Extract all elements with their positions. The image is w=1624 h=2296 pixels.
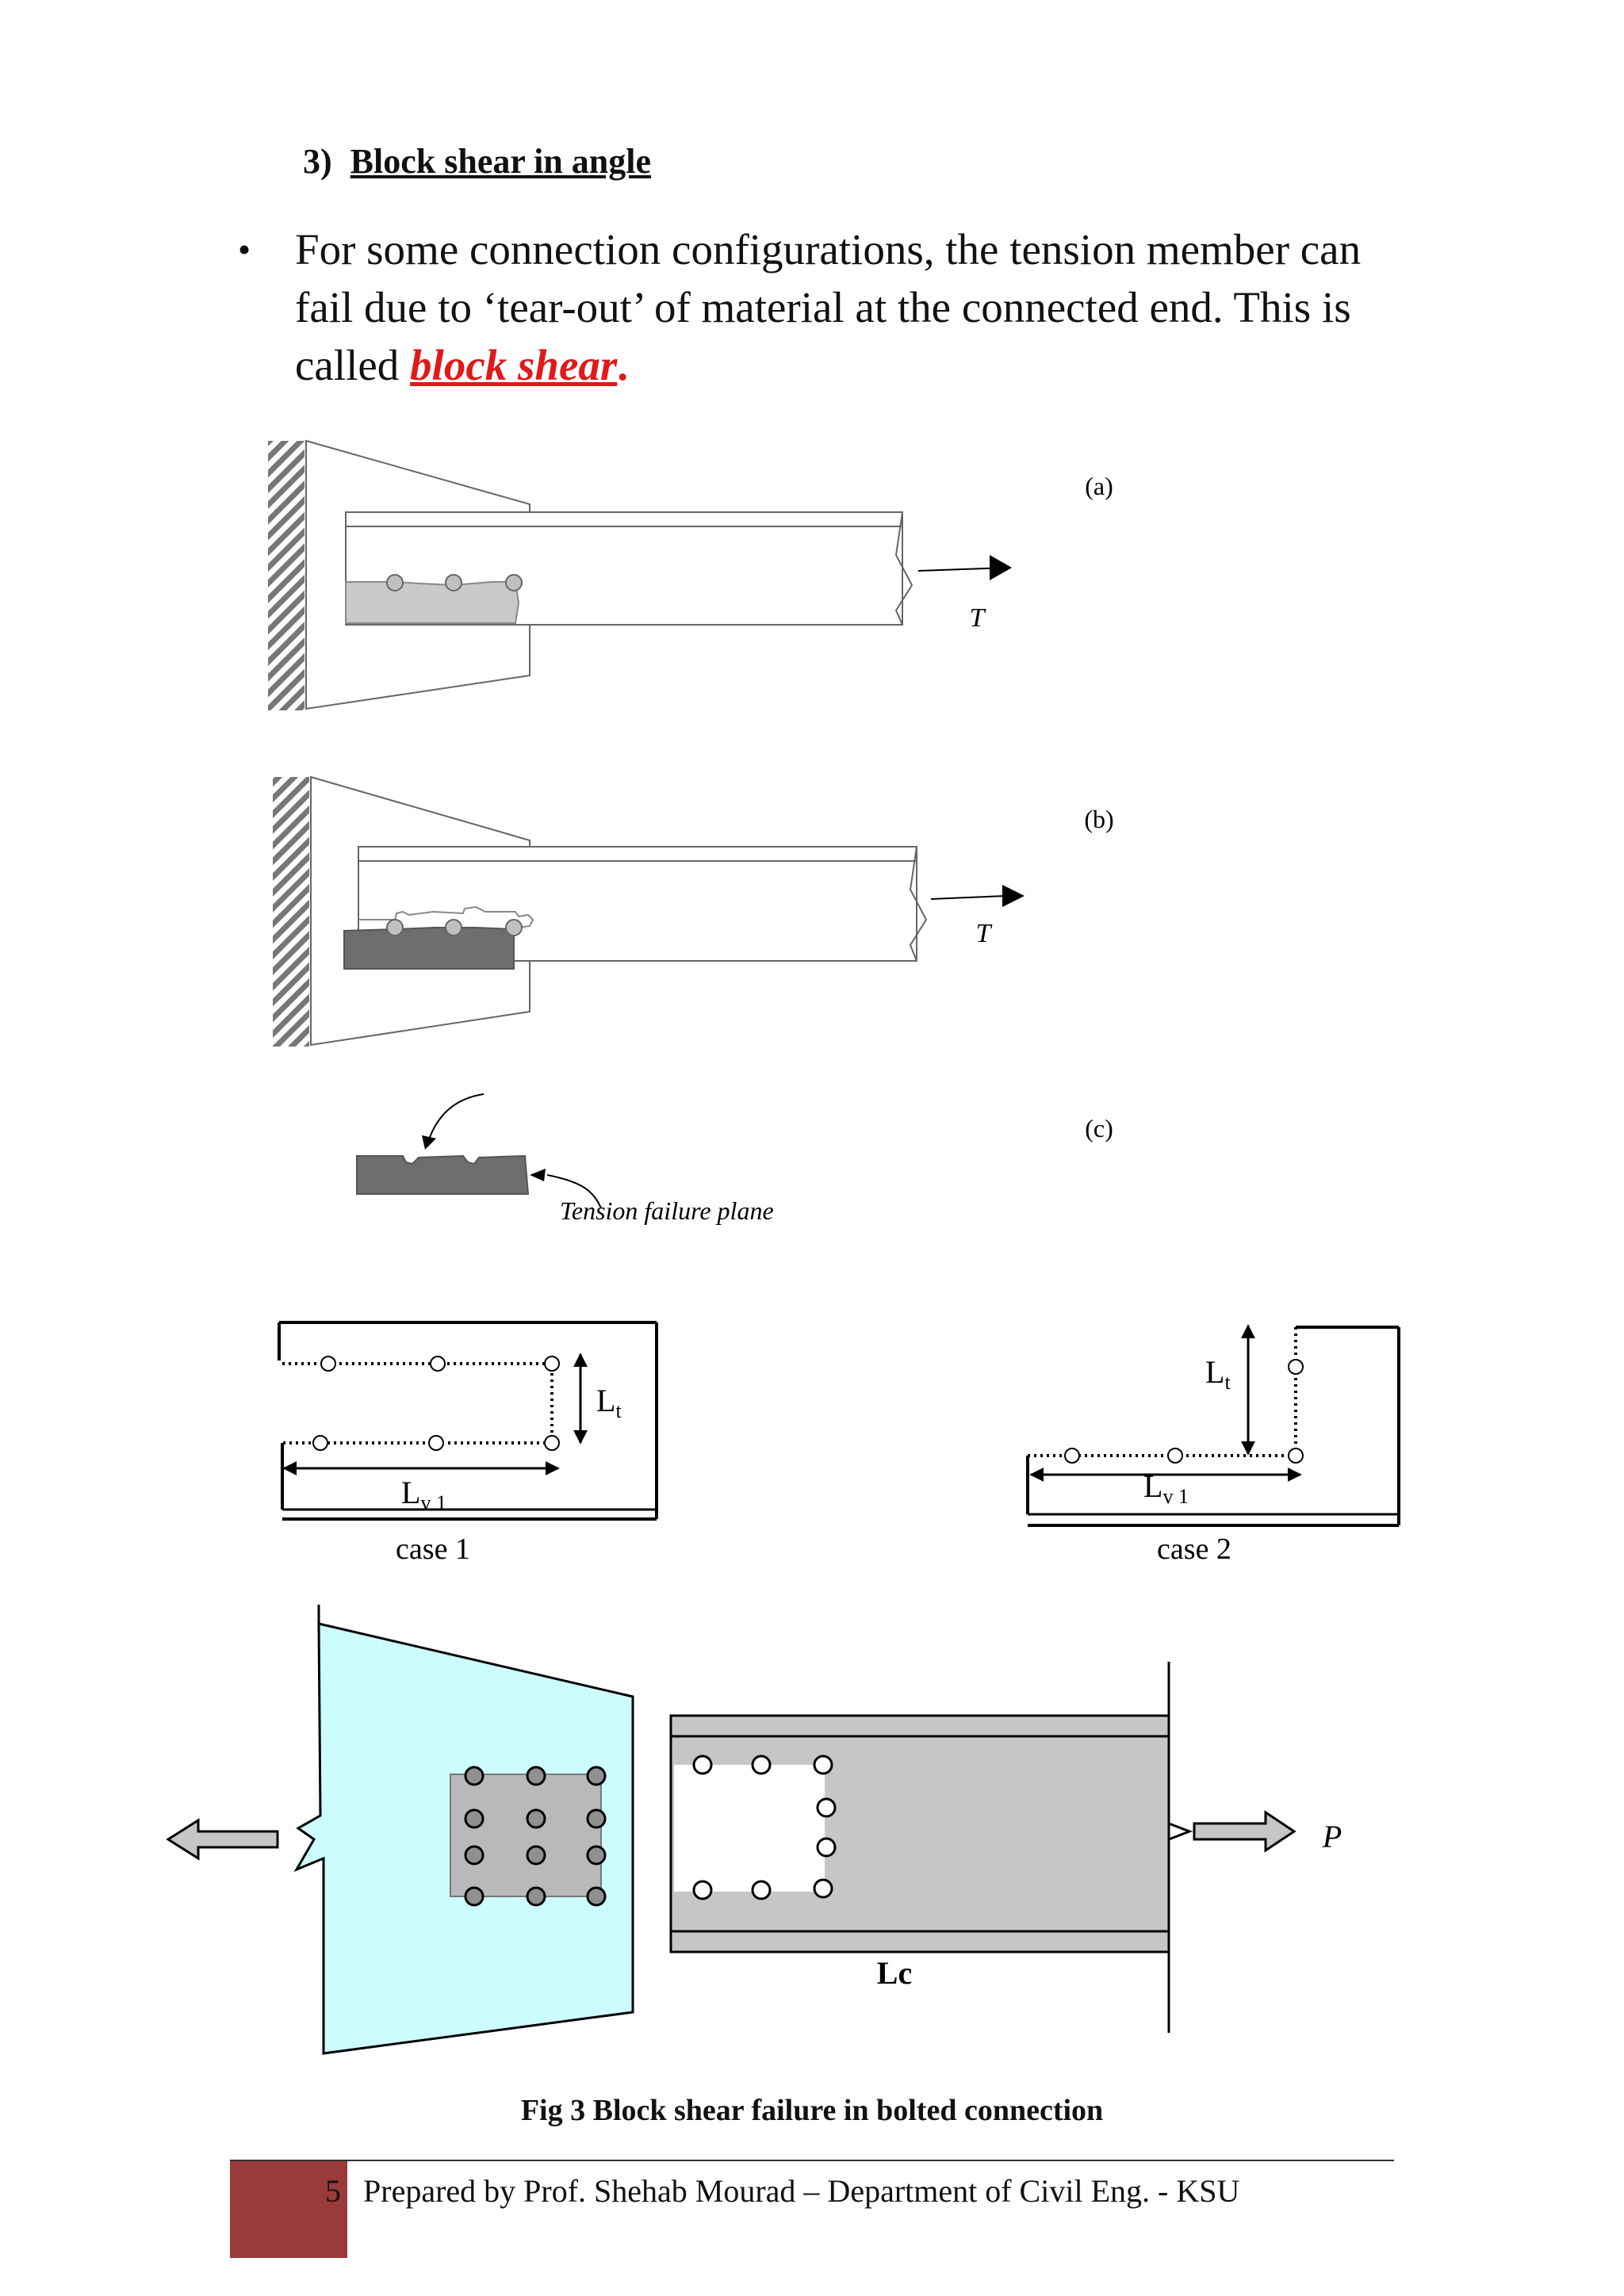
section-number: 3) xyxy=(303,142,332,181)
page-number: 5 xyxy=(325,2173,341,2209)
left-arrow-icon xyxy=(166,1818,279,1861)
support-wall-b xyxy=(273,777,309,1047)
case2-diagram: Lt Lv 1 case 2 xyxy=(1026,1324,1400,1566)
case2-lv-label: Lv 1 xyxy=(1143,1468,1189,1508)
block-a xyxy=(345,581,520,624)
tension-label-b: T xyxy=(976,919,993,948)
diagram-b: T (b) xyxy=(273,775,1114,1047)
label-a: (a) xyxy=(1085,472,1113,500)
label-b: (b) xyxy=(1084,805,1113,833)
section-heading: 3) Block shear in angle xyxy=(303,141,651,182)
lc-label: Lc xyxy=(877,1955,912,1991)
highlight-term: block shear xyxy=(410,341,618,389)
paragraph-period: . xyxy=(617,341,629,389)
section-title: Block shear in angle xyxy=(350,142,652,181)
block-c xyxy=(356,1154,530,1195)
footer-divider xyxy=(230,2160,1394,2161)
page-number-box xyxy=(230,2161,347,2258)
right-arrow-icon xyxy=(1193,1810,1297,1853)
tension-plane-label: Tension failure plane xyxy=(560,1196,774,1225)
paragraph-text: For some connection configurations, the … xyxy=(295,220,1411,394)
case1-diagram: Lt Lv 1 case 1 xyxy=(278,1321,658,1566)
block-b xyxy=(343,927,515,970)
shear-block xyxy=(450,1774,602,1897)
bullet-paragraph: • For some connection configurations, th… xyxy=(238,220,1411,394)
load-label-p: P xyxy=(1322,1819,1342,1854)
bullet-icon: • xyxy=(238,229,251,270)
case1-lt-label: Lt xyxy=(596,1383,622,1422)
torn-block xyxy=(674,1765,825,1892)
diagram-a: T (a) xyxy=(268,439,1113,710)
connection-diagram: P Lc xyxy=(166,1605,1342,2055)
figure-caption: Fig 3 Block shear failure in bolted conn… xyxy=(520,2094,1104,2127)
case2-label: case 2 xyxy=(1157,1533,1231,1566)
case2-lt-label: Lt xyxy=(1205,1354,1231,1394)
label-c: (c) xyxy=(1085,1114,1113,1142)
support-wall-a xyxy=(268,441,304,710)
diagram-c: Tension failure plane (c) xyxy=(356,1093,1113,1225)
footer-text: Prepared by Prof. Shehab Mourad – Depart… xyxy=(363,2173,1240,2209)
tension-label-a: T xyxy=(970,603,986,633)
case1-label: case 1 xyxy=(396,1533,470,1566)
case1-lv-label: Lv 1 xyxy=(401,1475,446,1514)
paragraph-body: For some connection configurations, the … xyxy=(295,225,1362,389)
